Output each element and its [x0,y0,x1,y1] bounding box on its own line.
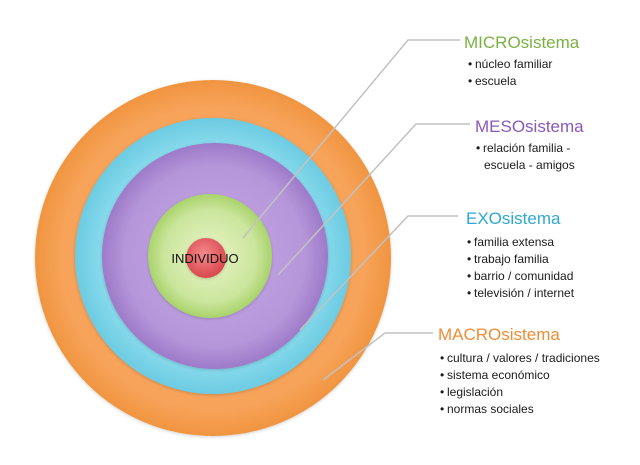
mesosistema-title: MESOsistema [475,117,584,136]
exo-connector-line [299,215,458,331]
mesosistema-list: relación familia - escuela - amigos [476,140,575,174]
macro-connector-line [322,332,433,381]
list-item: televisión / internet [467,285,574,302]
list-item: cultura / valores / tradiciones [440,350,600,367]
exosistema-title: EXOsistema [466,209,561,228]
list-item: escuela [468,73,552,90]
exosistema-list: familia extensa trabajo familia barrio /… [467,234,574,302]
individuo-label: INDIVIDUO [171,251,238,266]
microsistema-title: MICROsistema [464,33,580,52]
list-item: familia extensa [467,234,574,251]
list-item: escuela - amigos [484,158,575,172]
list-item: sistema económico [440,367,600,384]
micro-connector-line [242,39,460,239]
individuo-circle [186,238,226,278]
list-item: barrio / comunidad [467,268,574,285]
list-item: relación familia - [476,140,575,157]
microsistema-list: núcleo familiar escuela [468,56,552,90]
list-item: normas sociales [440,401,600,418]
meso-connector-line [277,123,470,276]
list-item: núcleo familiar [468,56,552,73]
list-item: legislación [440,384,600,401]
macrosistema-title: MACROsistema [438,325,560,344]
macrosistema-list: cultura / valores / tradiciones sistema … [440,350,600,418]
list-item: trabajo familia [467,251,574,268]
